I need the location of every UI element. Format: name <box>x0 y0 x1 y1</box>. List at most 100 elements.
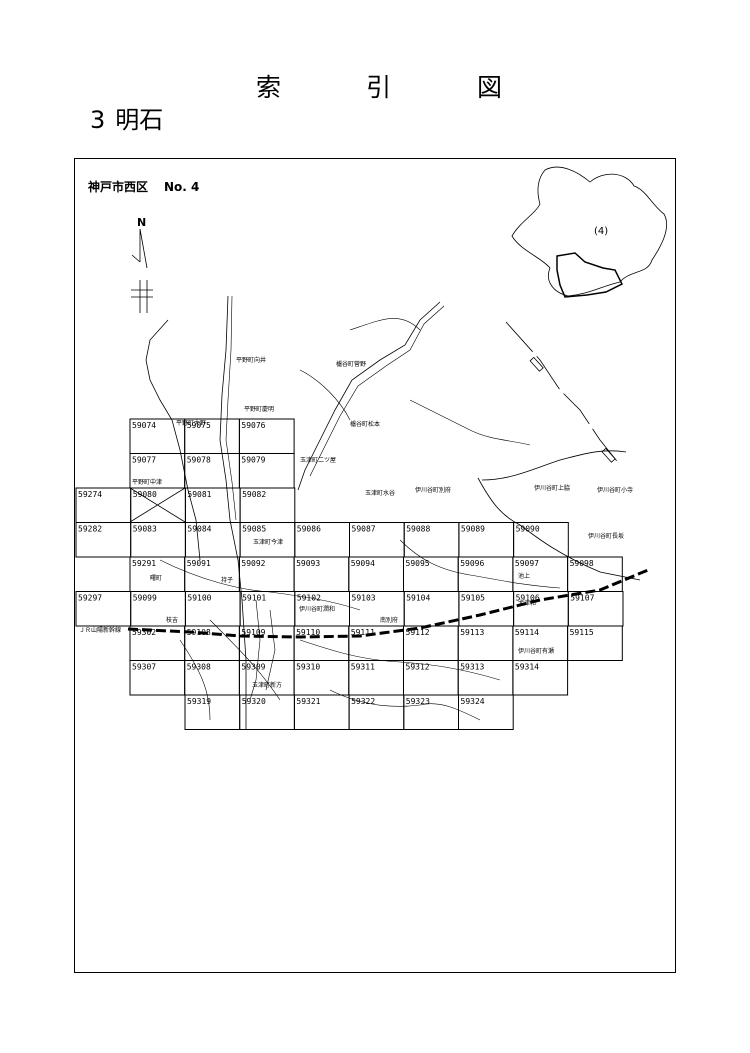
place-name: 平野町向井 <box>236 356 266 364</box>
grid-code: 59104 <box>406 594 430 603</box>
map-area-title: 神戸市西区 No. 4 <box>88 178 199 195</box>
grid-code: 59091 <box>187 559 211 568</box>
grid-code: 59107 <box>570 594 594 603</box>
place-name: 伊川谷町上脇 <box>534 484 570 492</box>
grid-code: 59114 <box>515 628 539 637</box>
place-name: 伊川谷町有瀬 <box>518 647 554 655</box>
grid-code: 59081 <box>187 490 211 499</box>
place-name: 玉津町水谷 <box>365 489 395 497</box>
place-name: 平野町大野 <box>176 419 206 427</box>
grid-code: 59111 <box>351 628 375 637</box>
grid-code: 59307 <box>132 663 156 672</box>
grid-code: 59311 <box>351 663 375 672</box>
place-name: 枝吉 <box>166 616 178 624</box>
grid-code: 59102 <box>297 594 321 603</box>
grid-code: 59089 <box>461 525 485 534</box>
grid-code: 59322 <box>351 697 375 706</box>
section-name: 明石 <box>115 106 164 134</box>
inset-locator-map: (4) <box>511 166 668 298</box>
place-name: 玉津町新方 <box>252 681 282 689</box>
grid-code: 59291 <box>132 559 156 568</box>
grid-code: 59282 <box>78 525 102 534</box>
grid-code: 59308 <box>187 663 211 672</box>
north-label: N <box>137 216 146 229</box>
place-name: 伊川谷町潤和 <box>299 605 335 613</box>
grid-cell <box>567 625 623 661</box>
grid-code: 59324 <box>461 697 485 706</box>
grid-code: 59297 <box>78 594 102 603</box>
map-area-name: 神戸市西区 <box>88 180 149 194</box>
place-name: 南別府 <box>380 616 398 624</box>
grid-code: 59097 <box>515 559 539 568</box>
grid-code: 59274 <box>78 490 102 499</box>
grid-code: 59085 <box>242 525 266 534</box>
grid-code: 59092 <box>241 559 265 568</box>
grid-code: 59321 <box>296 697 320 706</box>
blank-sheet-mark <box>129 487 186 523</box>
grid-code: 59083 <box>133 525 157 534</box>
grid-code: 59105 <box>461 594 485 603</box>
map-sheet-no: No. 4 <box>164 180 200 194</box>
grid-code: 59312 <box>406 663 430 672</box>
grid-code: 59314 <box>515 663 539 672</box>
grid-code: 59100 <box>187 594 211 603</box>
grid-code: 59309 <box>241 663 265 672</box>
section-number: 3 <box>90 106 106 134</box>
place-name: 大津和 <box>518 599 536 607</box>
place-name: 池上 <box>518 572 530 580</box>
rail-label: ＪＲ山陽新幹線 <box>79 626 121 634</box>
grid-code: 59101 <box>242 594 266 603</box>
grid-code: 59094 <box>351 559 375 568</box>
grid-cell <box>512 660 569 696</box>
place-name: 玉津町今津 <box>253 538 283 546</box>
grid-code: 59323 <box>406 697 430 706</box>
place-name: 曙町 <box>150 575 162 582</box>
grid-code: 59076 <box>241 421 265 430</box>
grid-code: 59313 <box>460 663 484 672</box>
grid-code: 59103 <box>352 594 376 603</box>
place-name: 伊川谷町別府 <box>415 486 451 494</box>
grid-code: 59112 <box>406 628 430 637</box>
grid-code: 59079 <box>241 456 265 465</box>
grid-code: 59098 <box>570 559 594 568</box>
grid-code: 59078 <box>187 456 211 465</box>
grid-code: 59109 <box>241 628 265 637</box>
place-name: 持子 <box>221 576 233 584</box>
grid-code: 59095 <box>406 559 430 568</box>
grid-code: 59093 <box>296 559 320 568</box>
grid-code: 59115 <box>570 628 594 637</box>
roads <box>145 295 641 730</box>
heading-char-2: 引 <box>366 73 392 102</box>
grid-code: 59108 <box>187 628 211 637</box>
grid-code: 59087 <box>352 525 376 534</box>
place-name: 平野町中津 <box>132 478 162 486</box>
grid-code: 59080 <box>133 490 157 499</box>
place-name: 玉津町二ツ屋 <box>300 457 336 464</box>
place-name: 櫨谷町松本 <box>350 420 380 428</box>
inset-label: (4) <box>594 226 608 237</box>
grid-code: 59310 <box>296 663 320 672</box>
grid-code: 59082 <box>242 490 266 499</box>
north-arrow-icon: N <box>131 216 153 313</box>
grid-code: 59096 <box>460 559 484 568</box>
grid-code: 59099 <box>133 594 157 603</box>
grid-code: 59106 <box>516 594 540 603</box>
grid-code: 59077 <box>132 456 156 465</box>
grid-code: 59090 <box>516 525 540 534</box>
heading-char-3: 図 <box>477 73 503 102</box>
place-name: 伊川谷町長坂 <box>588 532 624 540</box>
grid-code: 59319 <box>187 697 211 706</box>
place-name: 伊川谷町小寺 <box>597 486 633 494</box>
index-map-heading: 索 引 図 <box>0 68 750 108</box>
grid-code: 59074 <box>132 421 156 430</box>
grid-cell <box>458 694 514 730</box>
grid-code: 59110 <box>296 628 320 637</box>
grid-code: 59113 <box>460 628 484 637</box>
section-title: 3 明石 <box>90 100 163 135</box>
grid-code: 59320 <box>242 697 266 706</box>
heading-char-1: 索 <box>256 73 282 102</box>
place-name: 櫨谷町菅野 <box>336 360 366 368</box>
grid-code: 59084 <box>187 525 211 534</box>
